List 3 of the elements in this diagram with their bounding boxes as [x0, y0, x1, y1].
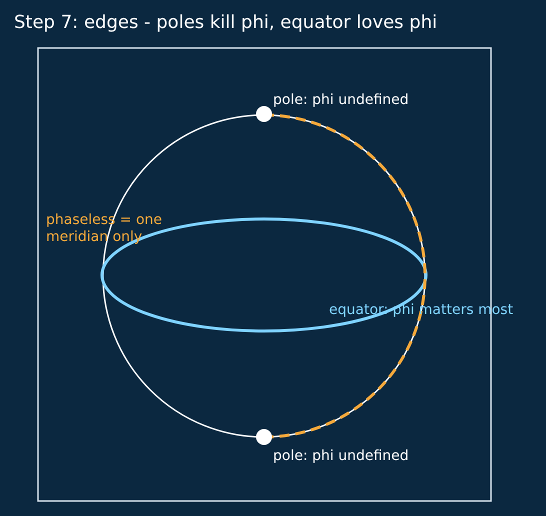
chart-title: Step 7: edges - poles kill phi, equator loves phi	[14, 12, 438, 34]
pole-label: pole: phi undefined	[273, 448, 409, 465]
pole-label: pole: phi undefined	[273, 92, 409, 109]
